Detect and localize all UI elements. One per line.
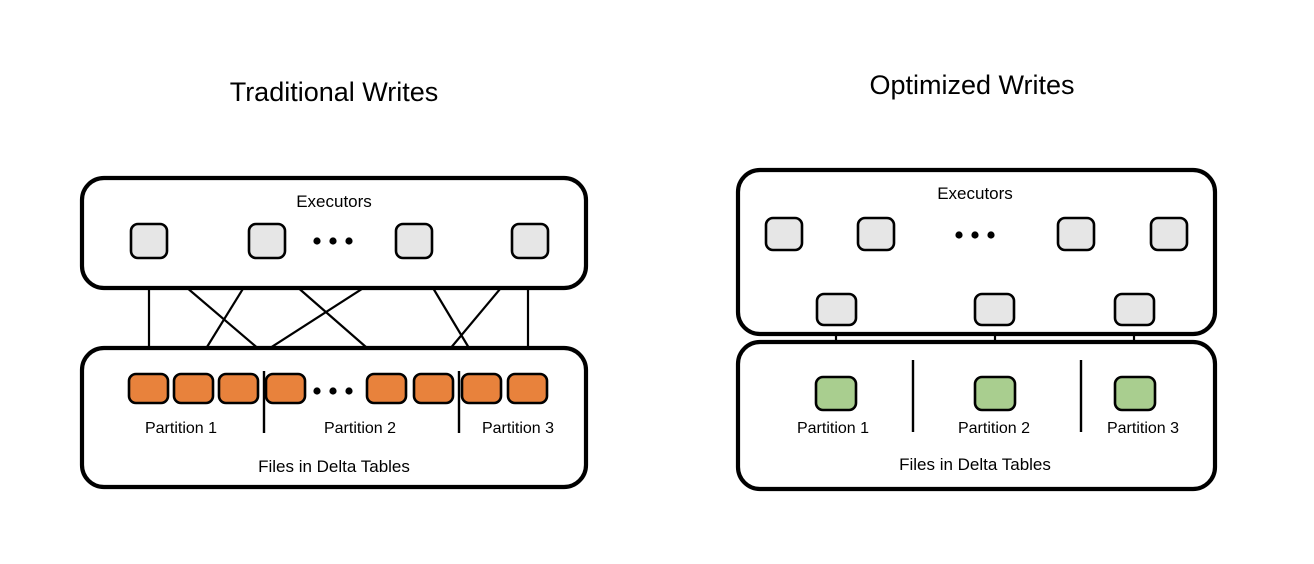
shuffle-2-optimized[interactable] — [973, 292, 1016, 327]
file-8-traditional[interactable] — [506, 372, 549, 405]
ellipsis-dot — [345, 387, 353, 395]
storage-ellipsis-traditional — [313, 387, 353, 395]
executor-2-traditional[interactable] — [247, 222, 287, 260]
storage-container-optimized — [735, 339, 1218, 492]
partition-label-optimized-1: Partition 1 — [797, 420, 869, 437]
executor-1-traditional[interactable] — [129, 222, 169, 260]
ellipsis-dot — [313, 237, 321, 245]
executors-label-optimized: Executors — [937, 184, 1013, 203]
executors-group-traditional: Executors — [79, 175, 589, 291]
storage-label-traditional: Files in Delta Tables — [258, 457, 410, 476]
partition-label-traditional-2: Partition 2 — [324, 420, 396, 437]
ellipsis-dot — [329, 237, 337, 245]
executors-label-traditional: Executors — [296, 192, 372, 211]
executors-ellipsis-traditional — [313, 237, 353, 245]
partition-label-traditional-3: Partition 3 — [482, 420, 554, 437]
file-3-optimized[interactable] — [1113, 375, 1157, 412]
file-2-optimized[interactable] — [973, 375, 1017, 412]
ellipsis-dot — [345, 237, 353, 245]
storage-group-optimized: Partition 1 Partition 2 Partition 3 Files i… — [735, 339, 1218, 492]
executor-3-traditional[interactable] — [394, 222, 434, 260]
file-6-traditional[interactable] — [412, 372, 455, 405]
partition-label-traditional-1: Partition 1 — [145, 420, 217, 437]
file-3-traditional[interactable] — [217, 372, 260, 405]
shuffle-3-optimized[interactable] — [1113, 292, 1156, 327]
executors-container-optimized — [735, 167, 1218, 337]
shuffle-1-optimized[interactable] — [815, 292, 858, 327]
executors-ellipsis-optimized — [955, 231, 995, 239]
storage-label-optimized: Files in Delta Tables — [899, 455, 1051, 474]
executor-1-optimized[interactable] — [764, 216, 804, 252]
ellipsis-dot — [971, 231, 979, 239]
executor-4-traditional[interactable] — [510, 222, 550, 260]
file-4-traditional[interactable] — [264, 372, 307, 405]
panel-title-traditional: Traditional Writes — [230, 77, 439, 107]
ellipsis-dot — [987, 231, 995, 239]
ellipsis-dot — [313, 387, 321, 395]
executor-3-optimized[interactable] — [1056, 216, 1096, 252]
file-7-traditional[interactable] — [460, 372, 503, 405]
executors-group-optimized: Executors — [735, 167, 1218, 337]
executor-2-optimized[interactable] — [856, 216, 896, 252]
file-2-traditional[interactable] — [172, 372, 215, 405]
executor-4-optimized[interactable] — [1149, 216, 1189, 252]
ellipsis-dot — [955, 231, 963, 239]
file-1-optimized[interactable] — [814, 375, 858, 412]
executors-container-traditional — [79, 175, 589, 291]
partition-label-optimized-2: Partition 2 — [958, 420, 1030, 437]
file-1-traditional[interactable] — [127, 372, 170, 405]
panel-title-optimized: Optimized Writes — [869, 70, 1074, 100]
partition-label-optimized-3: Partition 3 — [1107, 420, 1179, 437]
storage-group-traditional: Partition 1 Partition 2 Partition 3 Files i… — [79, 345, 589, 490]
ellipsis-dot — [329, 387, 337, 395]
file-5-traditional[interactable] — [365, 372, 408, 405]
